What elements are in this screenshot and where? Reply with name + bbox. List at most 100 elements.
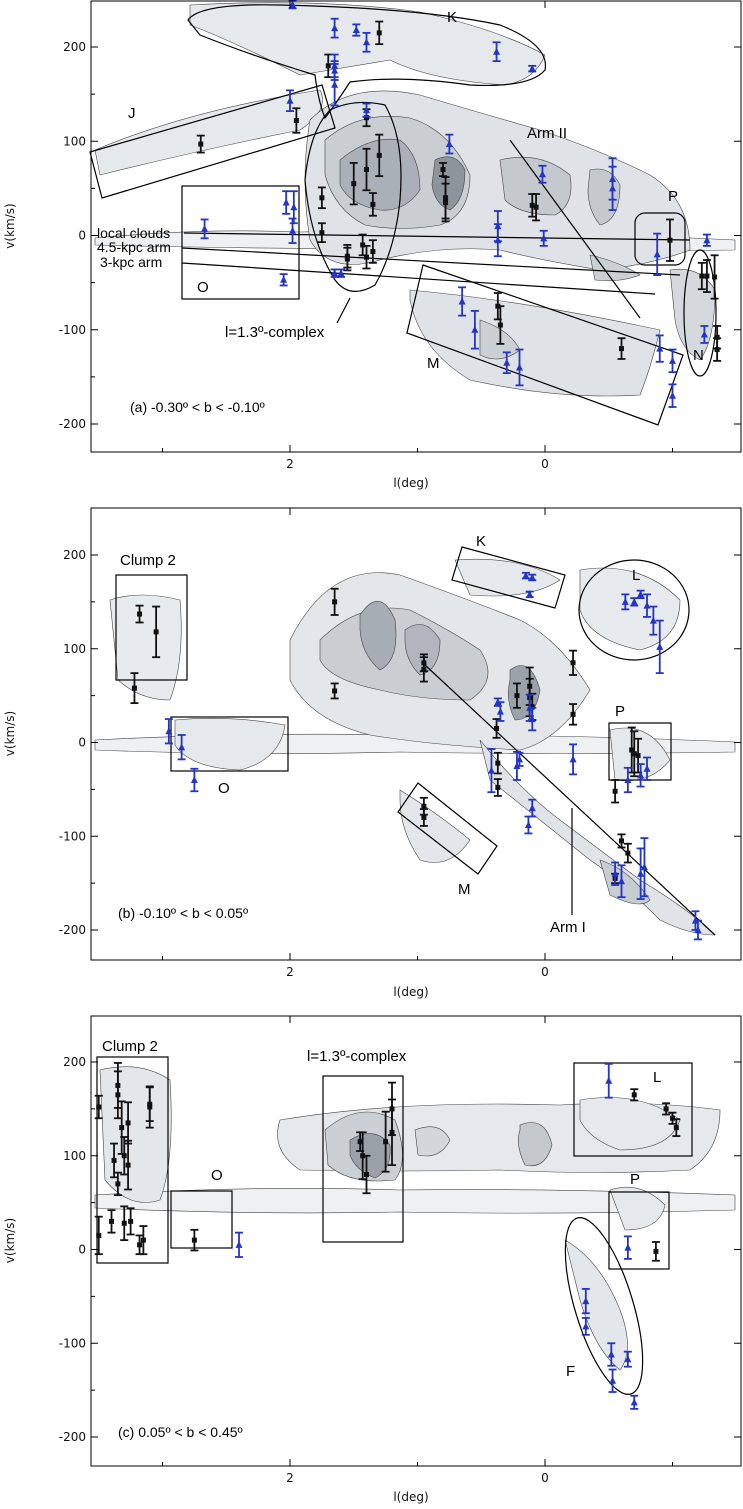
square-marker xyxy=(370,249,376,255)
y-tick-label: 200 xyxy=(63,40,86,54)
blue-data-point xyxy=(655,334,664,363)
blue-data-point xyxy=(528,706,537,732)
black-data-point xyxy=(419,808,428,827)
square-marker xyxy=(153,629,159,635)
panel-b: Clump 2 K L P O M Arm I (b) -0.10º < b <… xyxy=(94,533,736,941)
square-marker xyxy=(370,201,376,207)
square-marker xyxy=(147,1101,153,1107)
blue-data-point xyxy=(617,864,626,899)
gas-emission-b xyxy=(94,558,736,936)
square-marker xyxy=(119,1125,125,1131)
blue-data-point xyxy=(569,743,578,776)
square-marker xyxy=(319,195,325,201)
square-marker xyxy=(495,760,501,766)
triangle-marker xyxy=(201,224,209,232)
black-data-point xyxy=(375,20,384,46)
triangle-marker xyxy=(337,269,345,277)
blue-data-point xyxy=(539,229,548,247)
square-marker xyxy=(344,256,350,262)
square-marker xyxy=(121,1220,127,1226)
blue-data-point xyxy=(649,605,658,636)
blue-data-point xyxy=(608,1368,617,1393)
black-data-point xyxy=(662,1102,671,1116)
square-marker xyxy=(653,1248,659,1254)
black-data-point xyxy=(368,239,377,264)
blue-data-point xyxy=(655,619,664,675)
region-outlines-c xyxy=(96,1056,693,1395)
label-o-b: O xyxy=(218,780,230,797)
blue-data-point xyxy=(330,60,339,81)
square-marker xyxy=(191,1237,197,1243)
arm-3kpc-line xyxy=(181,262,656,295)
black-data-point xyxy=(496,305,505,345)
black-data-point xyxy=(349,162,358,206)
blue-data-point xyxy=(496,701,505,722)
label-3kpc-arm: 3-kpc arm xyxy=(100,254,162,270)
square-marker xyxy=(570,660,576,666)
blue-data-point xyxy=(525,590,534,599)
black-data-point xyxy=(135,604,144,624)
square-marker xyxy=(364,115,369,121)
label-l-c: L xyxy=(653,1069,661,1086)
blue-data-point xyxy=(337,268,345,278)
y-tick-label: 100 xyxy=(63,1149,86,1163)
square-marker xyxy=(111,1157,117,1163)
plot-frame xyxy=(90,1015,742,1467)
triangle-marker xyxy=(618,877,625,885)
blue-data-point xyxy=(164,718,173,745)
triangle-marker xyxy=(656,344,664,352)
x-tick-label: 0 xyxy=(541,1471,549,1485)
triangle-marker xyxy=(522,571,530,579)
blue-data-point xyxy=(623,1350,632,1368)
square-marker xyxy=(125,1120,131,1126)
triangle-marker xyxy=(582,1297,590,1305)
blue-data-point xyxy=(445,133,454,155)
region-f-ellipse xyxy=(564,1217,644,1395)
label-k: K xyxy=(447,9,457,26)
square-marker xyxy=(514,693,520,699)
label-p-b: P xyxy=(615,703,625,720)
triangle-marker xyxy=(703,236,711,244)
black-data-point xyxy=(512,682,521,709)
data-points-c xyxy=(94,1062,681,1410)
black-data-point xyxy=(569,703,578,726)
black-data-point xyxy=(126,1207,135,1236)
black-data-point xyxy=(617,833,626,849)
square-marker xyxy=(612,788,618,794)
blue-data-point xyxy=(608,165,617,211)
black-data-point xyxy=(375,133,384,178)
square-marker xyxy=(96,1104,102,1110)
black-data-point xyxy=(152,605,161,659)
triangle-marker xyxy=(494,236,502,244)
plot-frame xyxy=(90,0,742,453)
square-marker xyxy=(667,237,673,243)
triangle-marker xyxy=(289,226,297,234)
plot-frame xyxy=(90,507,742,961)
y-tick-label: -200 xyxy=(59,417,86,431)
y-tick-label: 200 xyxy=(63,1055,86,1069)
black-data-point xyxy=(634,737,643,774)
triangle-marker xyxy=(528,573,536,581)
black-data-point xyxy=(292,107,301,134)
black-data-point xyxy=(439,162,447,178)
black-data-point xyxy=(668,1111,677,1125)
square-marker xyxy=(619,346,624,352)
black-data-point xyxy=(317,186,326,210)
square-marker xyxy=(663,1106,669,1112)
black-data-point xyxy=(135,1234,144,1256)
square-marker xyxy=(631,751,637,757)
label-complex-c: l=1.3º-complex xyxy=(307,1048,407,1065)
complex-pointer-line xyxy=(336,297,351,324)
region-clump2-box xyxy=(115,574,188,681)
triangle-marker xyxy=(331,80,339,88)
label-j: J xyxy=(128,105,136,122)
square-marker xyxy=(699,273,705,279)
blue-data-point xyxy=(653,232,662,276)
square-marker xyxy=(704,273,710,279)
label-l-b: L xyxy=(632,567,640,584)
y-tick-label: -100 xyxy=(59,323,86,337)
square-marker xyxy=(625,850,631,856)
black-data-point xyxy=(713,325,722,350)
